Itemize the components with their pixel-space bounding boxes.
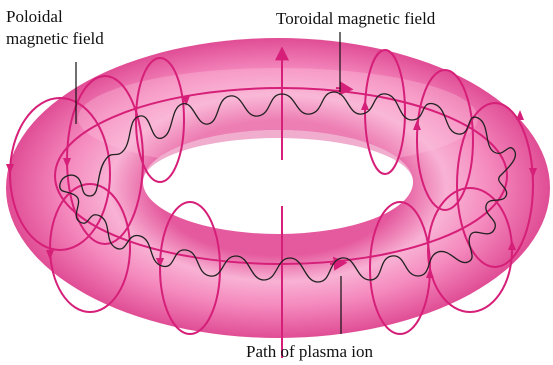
toroidal-field-label: Toroidal magnetic field (276, 8, 435, 30)
toroidal-arrow-top (336, 88, 348, 89)
ion-path-label: Path of plasma ion (246, 341, 373, 363)
toroidal-arrow-bottom (330, 263, 342, 264)
poloidal-field-label: Poloidal magnetic field (6, 6, 104, 50)
poloidal-arrow (516, 110, 524, 120)
poloidal-label-line2: magnetic field (6, 28, 104, 50)
poloidal-label-line1: Poloidal (6, 6, 104, 28)
